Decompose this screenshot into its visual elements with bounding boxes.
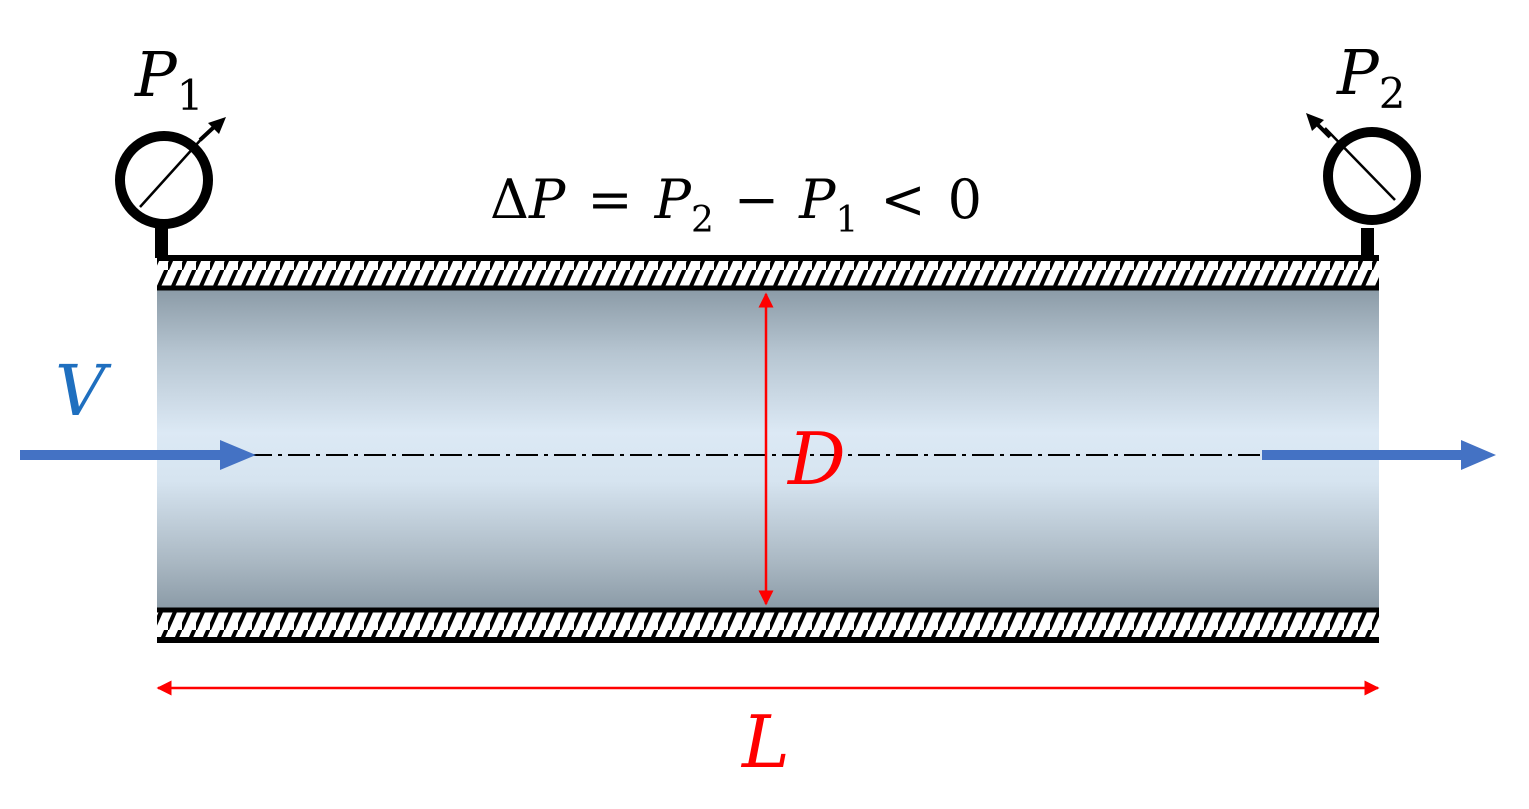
bottom-pipe-wall [157,607,1379,643]
p1-label: P1 [134,38,203,120]
pressure-gauge-2 [1306,113,1421,258]
velocity-label: V [55,350,112,432]
inlet-flow-arrow [20,440,256,470]
length-label: L [740,700,790,784]
top-pipe-wall [157,255,1379,291]
pressure-gauge-1 [115,117,226,258]
pressure-drop-equation: ΔP=P2−P1<0 [490,168,982,241]
pipe-interior [157,288,1379,610]
p2-label: P2 [1336,36,1405,118]
outlet-flow-arrow [1262,440,1496,470]
diameter-label: D [786,417,846,501]
